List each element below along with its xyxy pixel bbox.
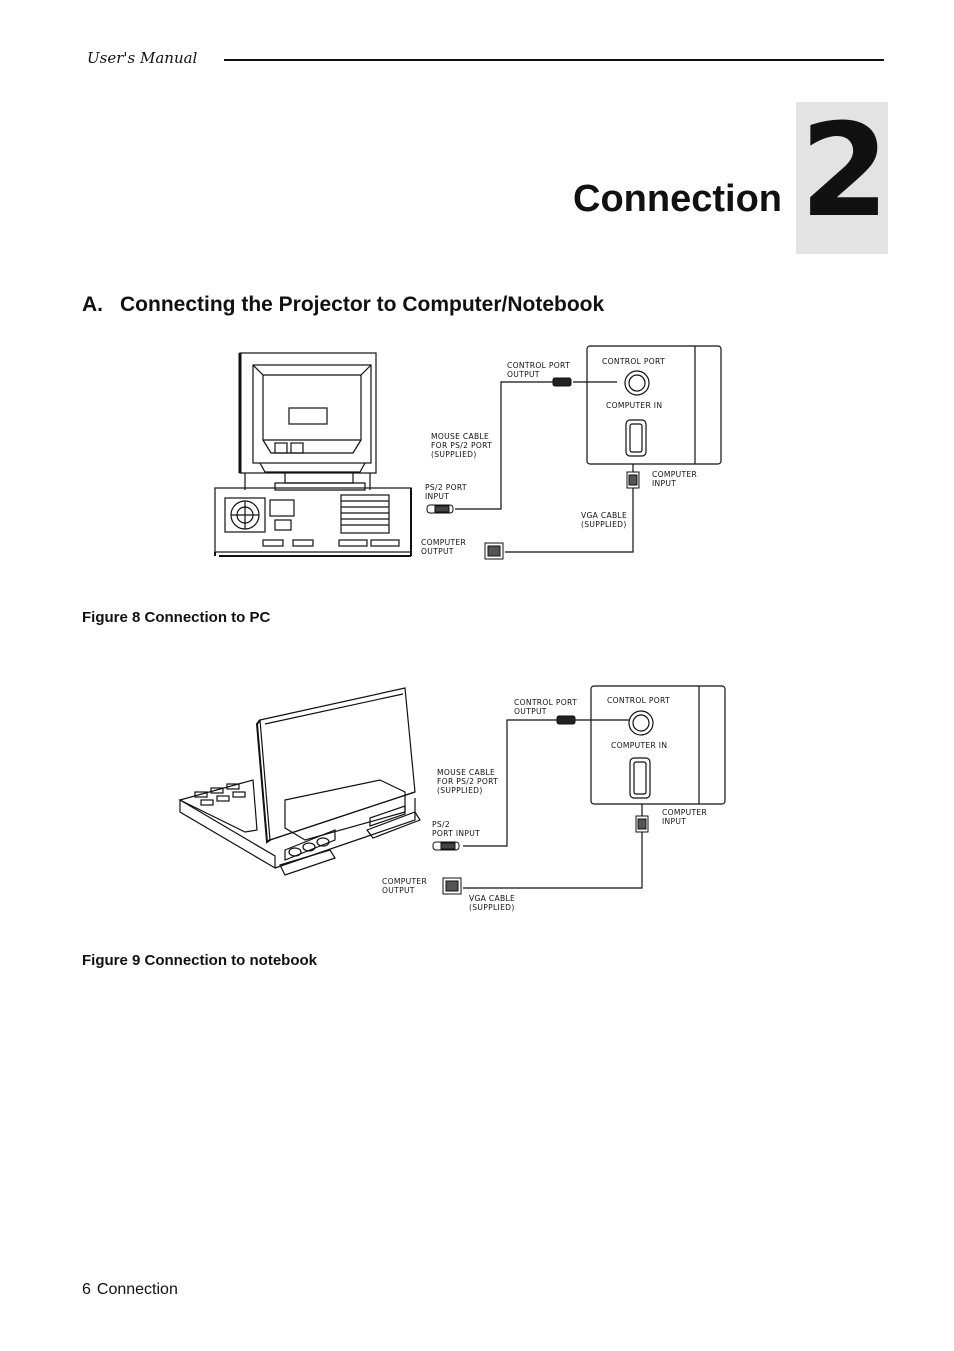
label-vga-cable-2: (SUPPLIED) <box>581 520 627 529</box>
label-vga-cable-2: (SUPPLIED) <box>469 903 515 912</box>
label-ps2-port-input-2: INPUT <box>425 492 449 501</box>
running-header-title: User's Manual <box>87 49 198 67</box>
notebook-illustration <box>178 687 421 876</box>
label-mouse-cable-1: MOUSE CABLE <box>431 432 489 441</box>
label-computer-output-2: OUTPUT <box>421 547 454 556</box>
label-control-port-output-1: CONTROL PORT <box>507 361 570 370</box>
figure-8-caption: Figure 8 Connection to PC <box>82 609 271 626</box>
label-vga-cable-1: VGA CABLE <box>469 894 515 903</box>
section-title: Connecting the Projector to Computer/Not… <box>120 293 605 316</box>
label-computer-output-2: OUTPUT <box>382 886 415 895</box>
projector-panel-illustration <box>586 345 722 465</box>
label-ps2-port-input-1: PS/2 <box>432 820 450 829</box>
figure-9-diagram: CONTROL PORT OUTPUT CONTROL PORT COMPUTE… <box>178 685 726 912</box>
label-ps2-port-input-2: PORT INPUT <box>432 829 480 838</box>
footer-section: Connection <box>96 1281 178 1298</box>
pc-case-illustration <box>214 487 412 557</box>
page-number: 6 <box>82 1281 91 1298</box>
figure-8-diagram: CONTROL PORT OUTPUT CONTROL PORT COMPUTE… <box>214 345 722 560</box>
label-control-port-output-2: OUTPUT <box>514 707 547 716</box>
label-computer-output-1: COMPUTER <box>421 538 467 547</box>
chapter-number-box <box>796 102 888 254</box>
chapter-number: 2 <box>800 97 889 246</box>
figure-9-caption: Figure 9 Connection to notebook <box>82 952 317 969</box>
chapter-title: Connection <box>573 178 782 220</box>
projector-panel-illustration <box>590 685 726 805</box>
label-control-port: CONTROL PORT <box>607 696 670 705</box>
section-heading: A. Connecting the Projector to Computer/N… <box>82 293 604 317</box>
label-mouse-cable-3: (SUPPLIED) <box>437 786 483 795</box>
label-computer-input-1: COMPUTER <box>662 808 708 817</box>
label-control-port-output-1: CONTROL PORT <box>514 698 577 707</box>
label-vga-cable-1: VGA CABLE <box>581 511 627 520</box>
label-computer-input-1: COMPUTER <box>652 470 698 479</box>
label-computer-output-1: COMPUTER <box>382 877 428 886</box>
label-computer-input-2: INPUT <box>652 479 676 488</box>
label-mouse-cable-2: FOR PS/2 PORT <box>437 777 498 786</box>
section-letter: A. <box>82 293 103 316</box>
label-mouse-cable-1: MOUSE CABLE <box>437 768 495 777</box>
label-control-port: CONTROL PORT <box>602 357 665 366</box>
label-mouse-cable-2: FOR PS/2 PORT <box>431 441 492 450</box>
page-footer: 6 Connection <box>82 1281 178 1299</box>
label-control-port-output-2: OUTPUT <box>507 370 540 379</box>
header-rule <box>224 59 884 61</box>
label-mouse-cable-3: (SUPPLIED) <box>431 450 477 459</box>
label-computer-in: COMPUTER IN <box>611 741 667 750</box>
label-ps2-port-input-1: PS/2 PORT <box>425 483 467 492</box>
monitor-illustration <box>238 352 377 491</box>
label-computer-input-2: INPUT <box>662 817 686 826</box>
label-computer-in: COMPUTER IN <box>606 401 662 410</box>
